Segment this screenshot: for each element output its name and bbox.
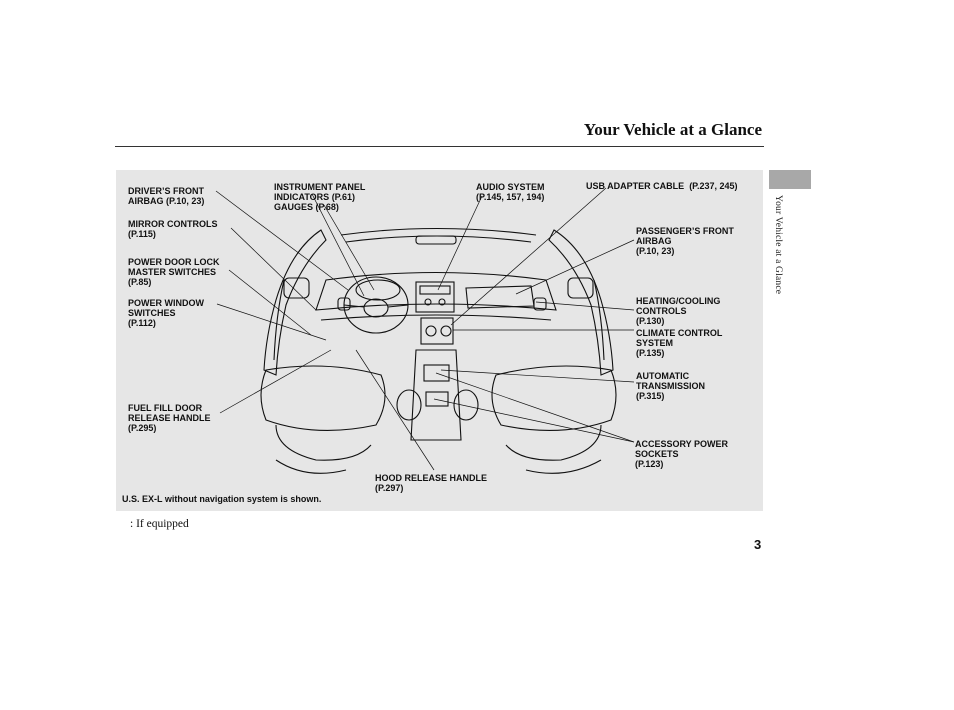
callout-automatic-transmission: AUTOMATIC TRANSMISSION (P.315) [636,371,706,401]
callout-power-door-lock: POWER DOOR LOCK MASTER SWITCHES (P.85) [128,257,220,287]
callout-heating-cooling-controls: HEATING/COOLING CONTROLS (P.130) [636,296,721,326]
callout-climate-control-system: CLIMATE CONTROL SYSTEM (P.135) [636,328,723,358]
callout-hood-release-handle: HOOD RELEASE HANDLE (P.297) [375,473,488,493]
footnote: : If equipped [130,518,189,530]
illustration-caption: U.S. EX-L without navigation system is s… [122,494,322,504]
page-number: 3 [754,537,762,552]
callout-instrument-panel: INSTRUMENT PANEL INDICATORS (P.61) GAUGE… [274,182,366,212]
vehicle-interior-illustration [215,187,635,474]
callout-audio-system: AUDIO SYSTEM (P.145, 157, 194) [476,182,545,202]
callout-fuel-fill-door: FUEL FILL DOOR RELEASE HANDLE (P.295) [128,403,211,433]
callout-passengers-front-airbag: PASSENGER’S FRONT AIRBAG (P.10, 23) [636,226,734,256]
callout-power-window-switches: POWER WINDOW SWITCHES (P.112) [128,298,204,328]
callout-drivers-front-airbag: DRIVER’S FRONT AIRBAG (P.10, 23) [128,186,205,206]
title-divider [115,146,764,147]
section-tab-marker [769,170,811,189]
section-tab-label: Your Vehicle at a Glance [773,195,783,295]
callout-accessory-power-sockets: ACCESSORY POWER SOCKETS (P.123) [635,439,729,469]
callout-usb-adapter-cable: USB ADAPTER CABLE (P.237, 245) [586,181,738,191]
illustration-panel [116,170,763,511]
callout-mirror-controls: MIRROR CONTROLS (P.115) [128,219,218,239]
page-title: Your Vehicle at a Glance [583,120,762,139]
